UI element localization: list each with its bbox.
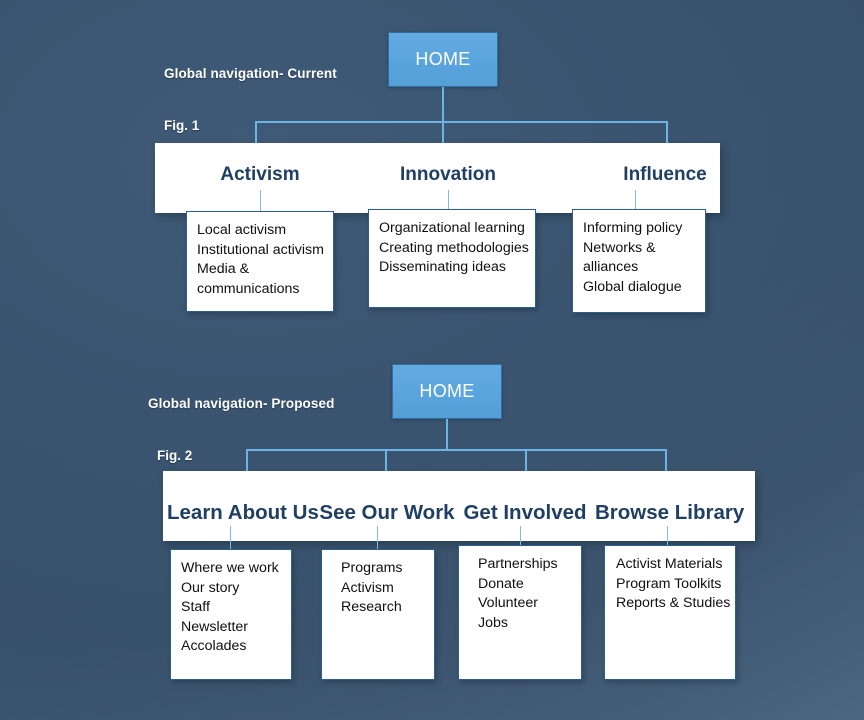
connector-drop-proposed-3 [525, 449, 527, 473]
connector-trunk-current [442, 87, 444, 123]
list-item[interactable]: Reports & Studies [616, 595, 731, 612]
category-title-see-our-work[interactable]: See Our Work [319, 501, 455, 524]
connector-bus-proposed [246, 449, 667, 451]
list-item[interactable]: Research [341, 599, 402, 616]
connector-drop-proposed-1 [246, 449, 248, 473]
connector-drop-current-2 [442, 121, 444, 145]
home-node-current[interactable]: HOME [388, 32, 498, 87]
list-item[interactable]: communications [197, 280, 300, 297]
list-item[interactable]: Volunteer [478, 595, 538, 612]
list-item[interactable]: Creating methodologies [379, 239, 529, 256]
sub-box-get-involved[interactable]: Partnerships Donate Volunteer Jobs [458, 545, 582, 680]
sub-box-learn-about-us[interactable]: Where we work Our story Staff Newsletter… [170, 549, 292, 680]
connector-tick-see-our-work [377, 526, 378, 550]
list-item[interactable]: Donate [478, 575, 524, 592]
sub-box-see-our-work[interactable]: Programs Activism Research [321, 549, 435, 680]
sub-box-browse-library[interactable]: Activist Materials Program Toolkits Repo… [604, 545, 736, 680]
figure-1-label: Fig. 1 [164, 118, 200, 133]
sub-box-get-involved-list: Partnerships Donate Volunteer Jobs [478, 555, 581, 633]
list-item[interactable]: Programs [341, 560, 403, 576]
connector-tick-influence [635, 190, 636, 212]
list-item[interactable]: Jobs [478, 614, 508, 631]
sub-box-activism[interactable]: Local activism Institutional activism Me… [186, 211, 334, 312]
list-item[interactable]: Activism [341, 579, 394, 596]
connector-bus-current [255, 121, 668, 123]
figure-2-label: Fig. 2 [157, 448, 193, 463]
category-title-influence[interactable]: Influence [623, 164, 707, 185]
home-node-proposed[interactable]: HOME [392, 364, 502, 419]
connector-drop-proposed-2 [385, 449, 387, 473]
home-node-proposed-label: HOME [419, 381, 475, 401]
connector-tick-innovation [448, 190, 449, 212]
sub-box-browse-library-list: Activist Materials Program Toolkits Repo… [616, 555, 735, 614]
list-item[interactable]: Media & [197, 261, 250, 278]
sub-box-innovation-list: Organizational learning Creating methodo… [379, 219, 535, 278]
category-title-get-involved[interactable]: Get Involved [463, 501, 587, 524]
sub-box-influence[interactable]: Informing policy Networks & alliances Gl… [572, 209, 706, 313]
list-item[interactable]: Global dialogue [583, 278, 682, 295]
connector-tick-get-involved [520, 526, 521, 550]
section-label-proposed: Global navigation- Proposed [148, 396, 335, 411]
sub-box-see-our-work-list: Programs Activism Research [341, 559, 434, 618]
list-item[interactable]: Organizational learning [379, 220, 525, 236]
connector-tick-learn-about-us [230, 526, 231, 550]
category-title-activism[interactable]: Activism [220, 164, 300, 185]
section-label-current: Global navigation- Current [164, 66, 337, 81]
list-item[interactable]: Disseminating ideas [379, 259, 506, 276]
connector-drop-current-1 [255, 121, 257, 145]
list-item[interactable]: Informing policy [583, 220, 683, 236]
sub-box-innovation[interactable]: Organizational learning Creating methodo… [368, 209, 536, 308]
list-item[interactable]: Where we work [181, 560, 279, 576]
connector-drop-current-3 [666, 121, 668, 145]
category-panel-proposed [163, 471, 755, 541]
connector-trunk-proposed [446, 419, 448, 451]
list-item[interactable]: Newsletter [181, 618, 249, 635]
sub-box-activism-list: Local activism Institutional activism Me… [197, 221, 333, 299]
list-item[interactable]: Our story [181, 579, 240, 596]
list-item[interactable]: Activist Materials [616, 556, 723, 572]
list-item[interactable]: Partnerships [478, 556, 558, 572]
list-item[interactable]: Institutional activism [197, 241, 324, 258]
list-item[interactable]: Local activism [197, 222, 287, 238]
list-item[interactable]: Staff [181, 599, 210, 616]
category-title-browse-library[interactable]: Browse Library [595, 501, 745, 524]
list-item[interactable]: Accolades [181, 638, 247, 655]
connector-tick-activism [260, 190, 261, 212]
category-panel-current [155, 143, 720, 213]
connector-drop-proposed-4 [665, 449, 667, 473]
home-node-current-label: HOME [415, 49, 471, 69]
category-title-innovation[interactable]: Innovation [399, 164, 497, 185]
list-item[interactable]: Program Toolkits [616, 575, 722, 592]
connector-tick-browse-library [667, 526, 668, 550]
sub-box-learn-about-us-list: Where we work Our story Staff Newsletter… [181, 559, 291, 657]
category-title-learn-about-us[interactable]: Learn About Us [167, 501, 319, 524]
list-item[interactable]: Networks & [583, 239, 656, 256]
list-item[interactable]: alliances [583, 259, 639, 276]
sub-box-influence-list: Informing policy Networks & alliances Gl… [583, 219, 705, 297]
